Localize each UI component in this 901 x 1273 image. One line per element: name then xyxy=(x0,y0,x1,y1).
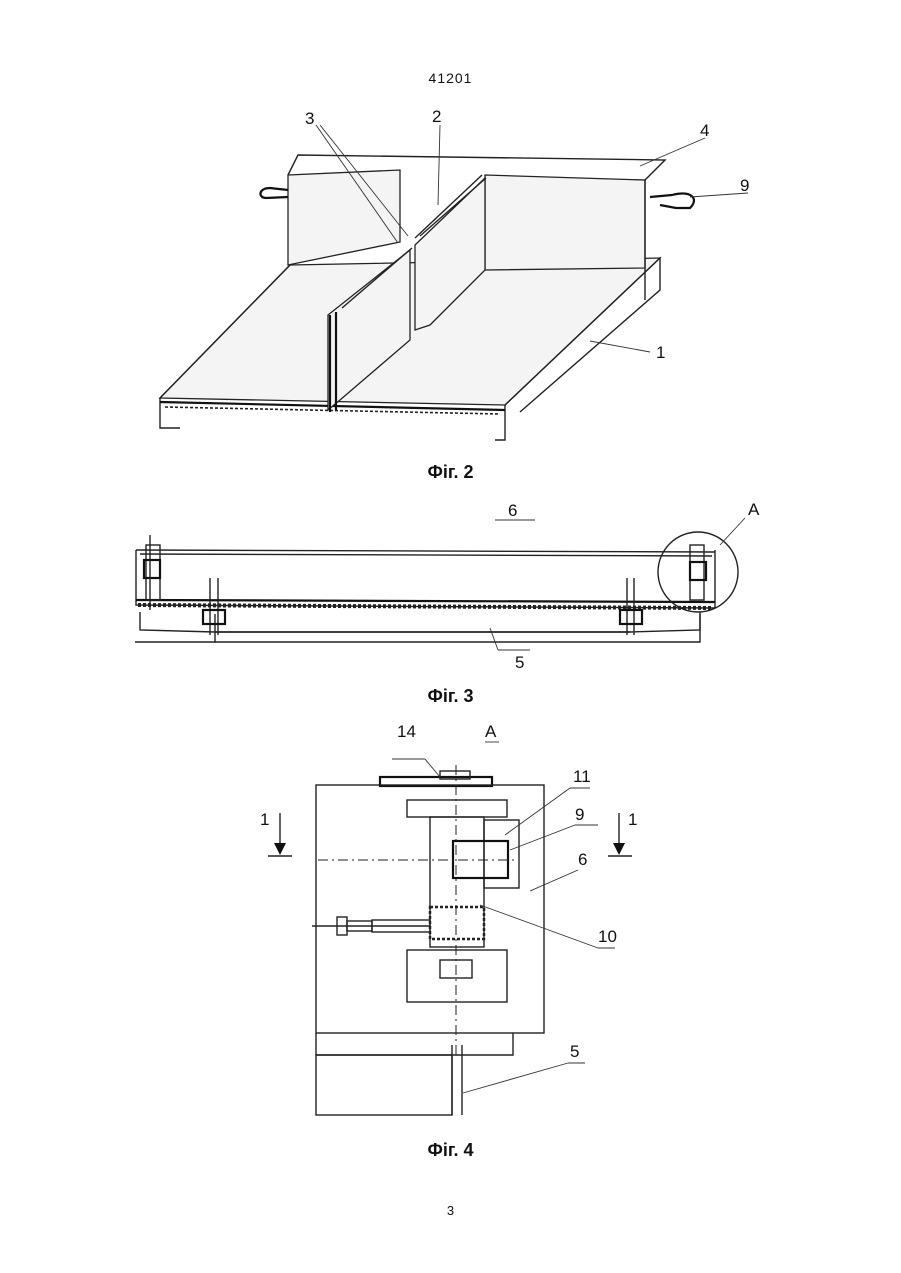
fig2-label-2: 2 xyxy=(432,107,441,126)
figure-2-drawing: 3 2 4 9 1 xyxy=(0,0,901,460)
fig2-label-3: 3 xyxy=(305,109,314,128)
right-block xyxy=(485,175,645,270)
fig4-section-left: 1 xyxy=(260,810,269,829)
fig2-label-4: 4 xyxy=(700,121,709,140)
figure-4-caption: Фіг. 4 xyxy=(0,1140,901,1161)
left-block xyxy=(288,170,400,265)
fig4-label-14: 14 xyxy=(397,722,416,741)
fig3-label-5: 5 xyxy=(515,653,524,672)
figure-3-drawing: 6 A 5 xyxy=(0,490,901,690)
fig4-label-9: 9 xyxy=(575,805,584,824)
right-hook xyxy=(650,193,694,208)
fig2-label-9: 9 xyxy=(740,176,749,195)
page-number: 3 xyxy=(0,1203,901,1218)
fig4-label-10: 10 xyxy=(598,927,617,946)
figure-2-caption: Фіг. 2 xyxy=(0,462,901,483)
fig3-label-6: 6 xyxy=(508,501,517,520)
fig4-section-right: 1 xyxy=(628,810,637,829)
rail-5 xyxy=(316,1055,452,1115)
fig3-label-a: A xyxy=(748,500,760,519)
figure-4-drawing: 14 A 11 9 6 10 5 1 1 xyxy=(0,715,901,1135)
fig4-label-11: 11 xyxy=(573,767,591,786)
left-hook xyxy=(260,188,288,198)
fig4-label-5: 5 xyxy=(570,1042,579,1061)
fig2-label-1: 1 xyxy=(656,343,665,362)
figure-3-caption: Фіг. 3 xyxy=(0,686,901,707)
fig4-label-a: A xyxy=(485,722,497,741)
fig4-label-6: 6 xyxy=(578,850,587,869)
